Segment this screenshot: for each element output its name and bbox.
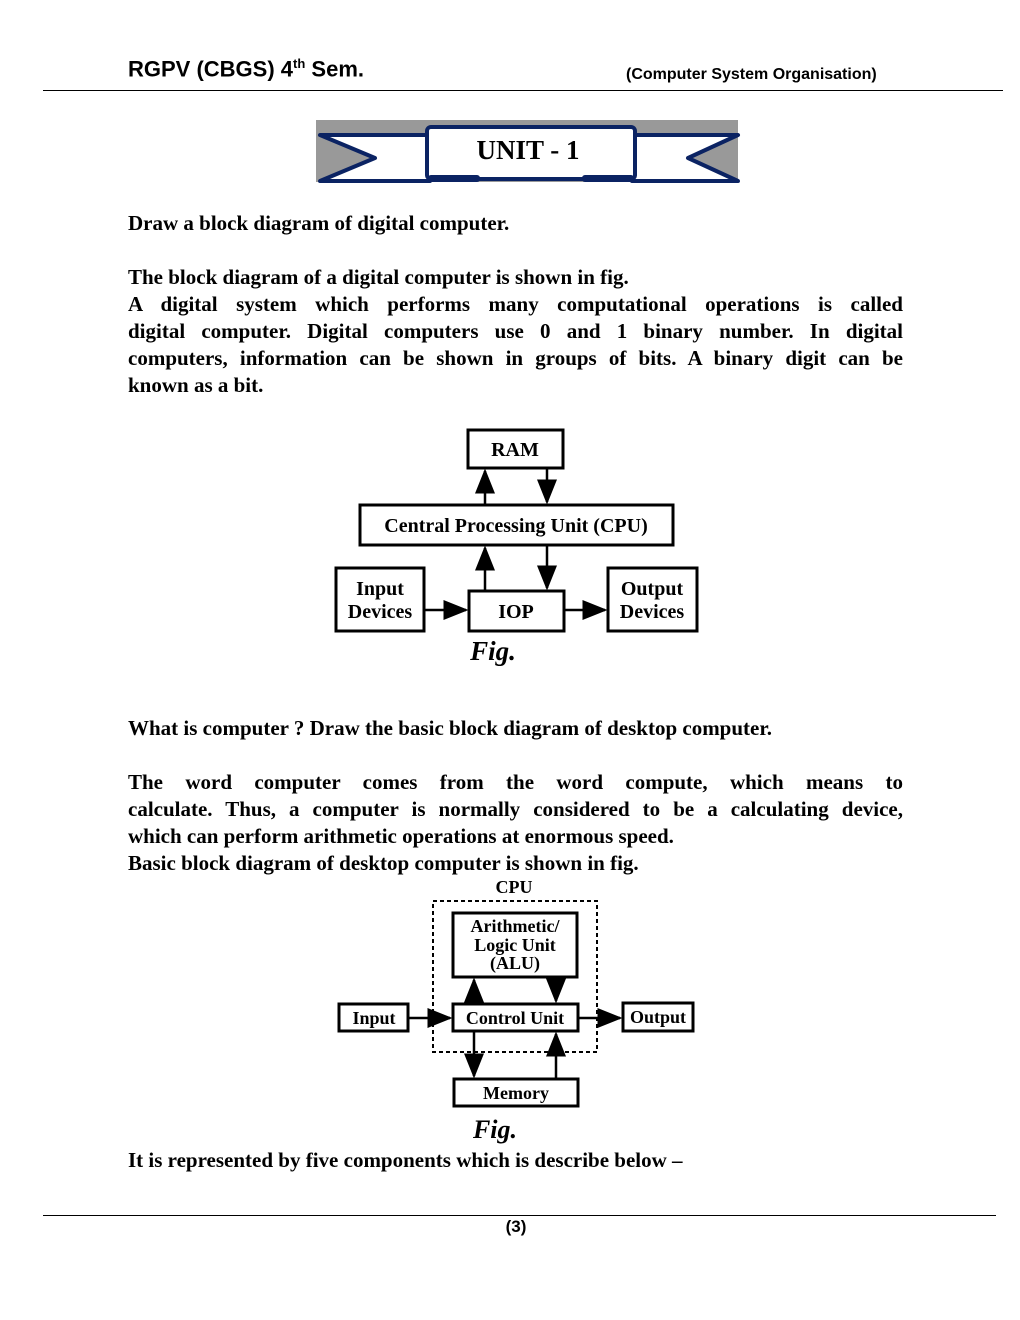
control-unit-label: Control Unit [466, 1008, 564, 1028]
page-number: (3) [505, 1217, 527, 1236]
banner-label: UNIT - 1 [476, 135, 579, 165]
figure-caption: Fig. [469, 636, 516, 666]
figure-caption: Fig. [472, 1115, 517, 1144]
input-label: Input [352, 1008, 395, 1028]
banner-box [425, 125, 637, 181]
input-label: Input [356, 578, 404, 600]
answer-1-line: computers, information can be shown in g… [128, 346, 903, 370]
alu-label-2: Logic Unit [474, 935, 556, 955]
alu-label-3: (ALU) [490, 953, 540, 974]
cpu-box [358, 503, 675, 547]
output-box [621, 1001, 695, 1033]
answer-1-line: digital computer. Digital computers use … [128, 319, 903, 343]
iop-label: IOP [498, 601, 534, 623]
alu-label: Arithmetic/ [471, 916, 561, 936]
answer-2-line: which can perform arithmetic operations … [128, 824, 674, 848]
output-label: Output [621, 578, 684, 600]
answer-2-line: The word computer comes from the word co… [128, 770, 903, 794]
banner-right-ribbon [630, 133, 740, 183]
banner-left-ribbon [318, 133, 432, 183]
alu-box [451, 911, 579, 979]
answer-1-line: A digital system which performs many com… [128, 292, 903, 316]
input-devices-box [334, 566, 426, 633]
header-subject: (Computer System Organisation) [626, 66, 877, 83]
output-label: Output [630, 1007, 686, 1027]
footer-rule [43, 1215, 996, 1216]
answer-1-line: known as a bit. [128, 373, 264, 397]
answer-1-intro: The block diagram of a digital computer … [128, 265, 629, 289]
figure-digital-computer: RAM Central Processing Unit (CPU) Input … [334, 428, 699, 666]
output-devices-box [606, 566, 699, 633]
ram-box [466, 428, 565, 470]
answer-2-line: Basic block diagram of desktop computer … [128, 851, 639, 875]
memory-box [452, 1077, 580, 1108]
answer-2-line: calculate. Thus, a computer is normally … [128, 797, 903, 821]
header-rule [43, 90, 1003, 91]
closing-text: It is represented by five components whi… [128, 1148, 683, 1172]
output-label-2: Devices [620, 601, 685, 623]
header-title: RGPV (CBGS) 4th Sem. [128, 56, 365, 82]
unit-banner: UNIT - 1 [316, 120, 740, 183]
cpu-label: CPU [496, 877, 533, 897]
question-1: Draw a block diagram of digital computer… [128, 211, 510, 235]
memory-label: Memory [483, 1083, 549, 1103]
cpu-label: Central Processing Unit (CPU) [384, 515, 647, 537]
figure-desktop-computer: CPU Arithmetic/ Logic Unit (ALU) Control… [337, 877, 695, 1144]
question-2: What is computer ? Draw the basic block … [128, 716, 772, 740]
input-label-2: Devices [348, 601, 413, 623]
cpu-dashed-boundary [432, 900, 598, 1053]
ram-label: RAM [491, 439, 539, 461]
